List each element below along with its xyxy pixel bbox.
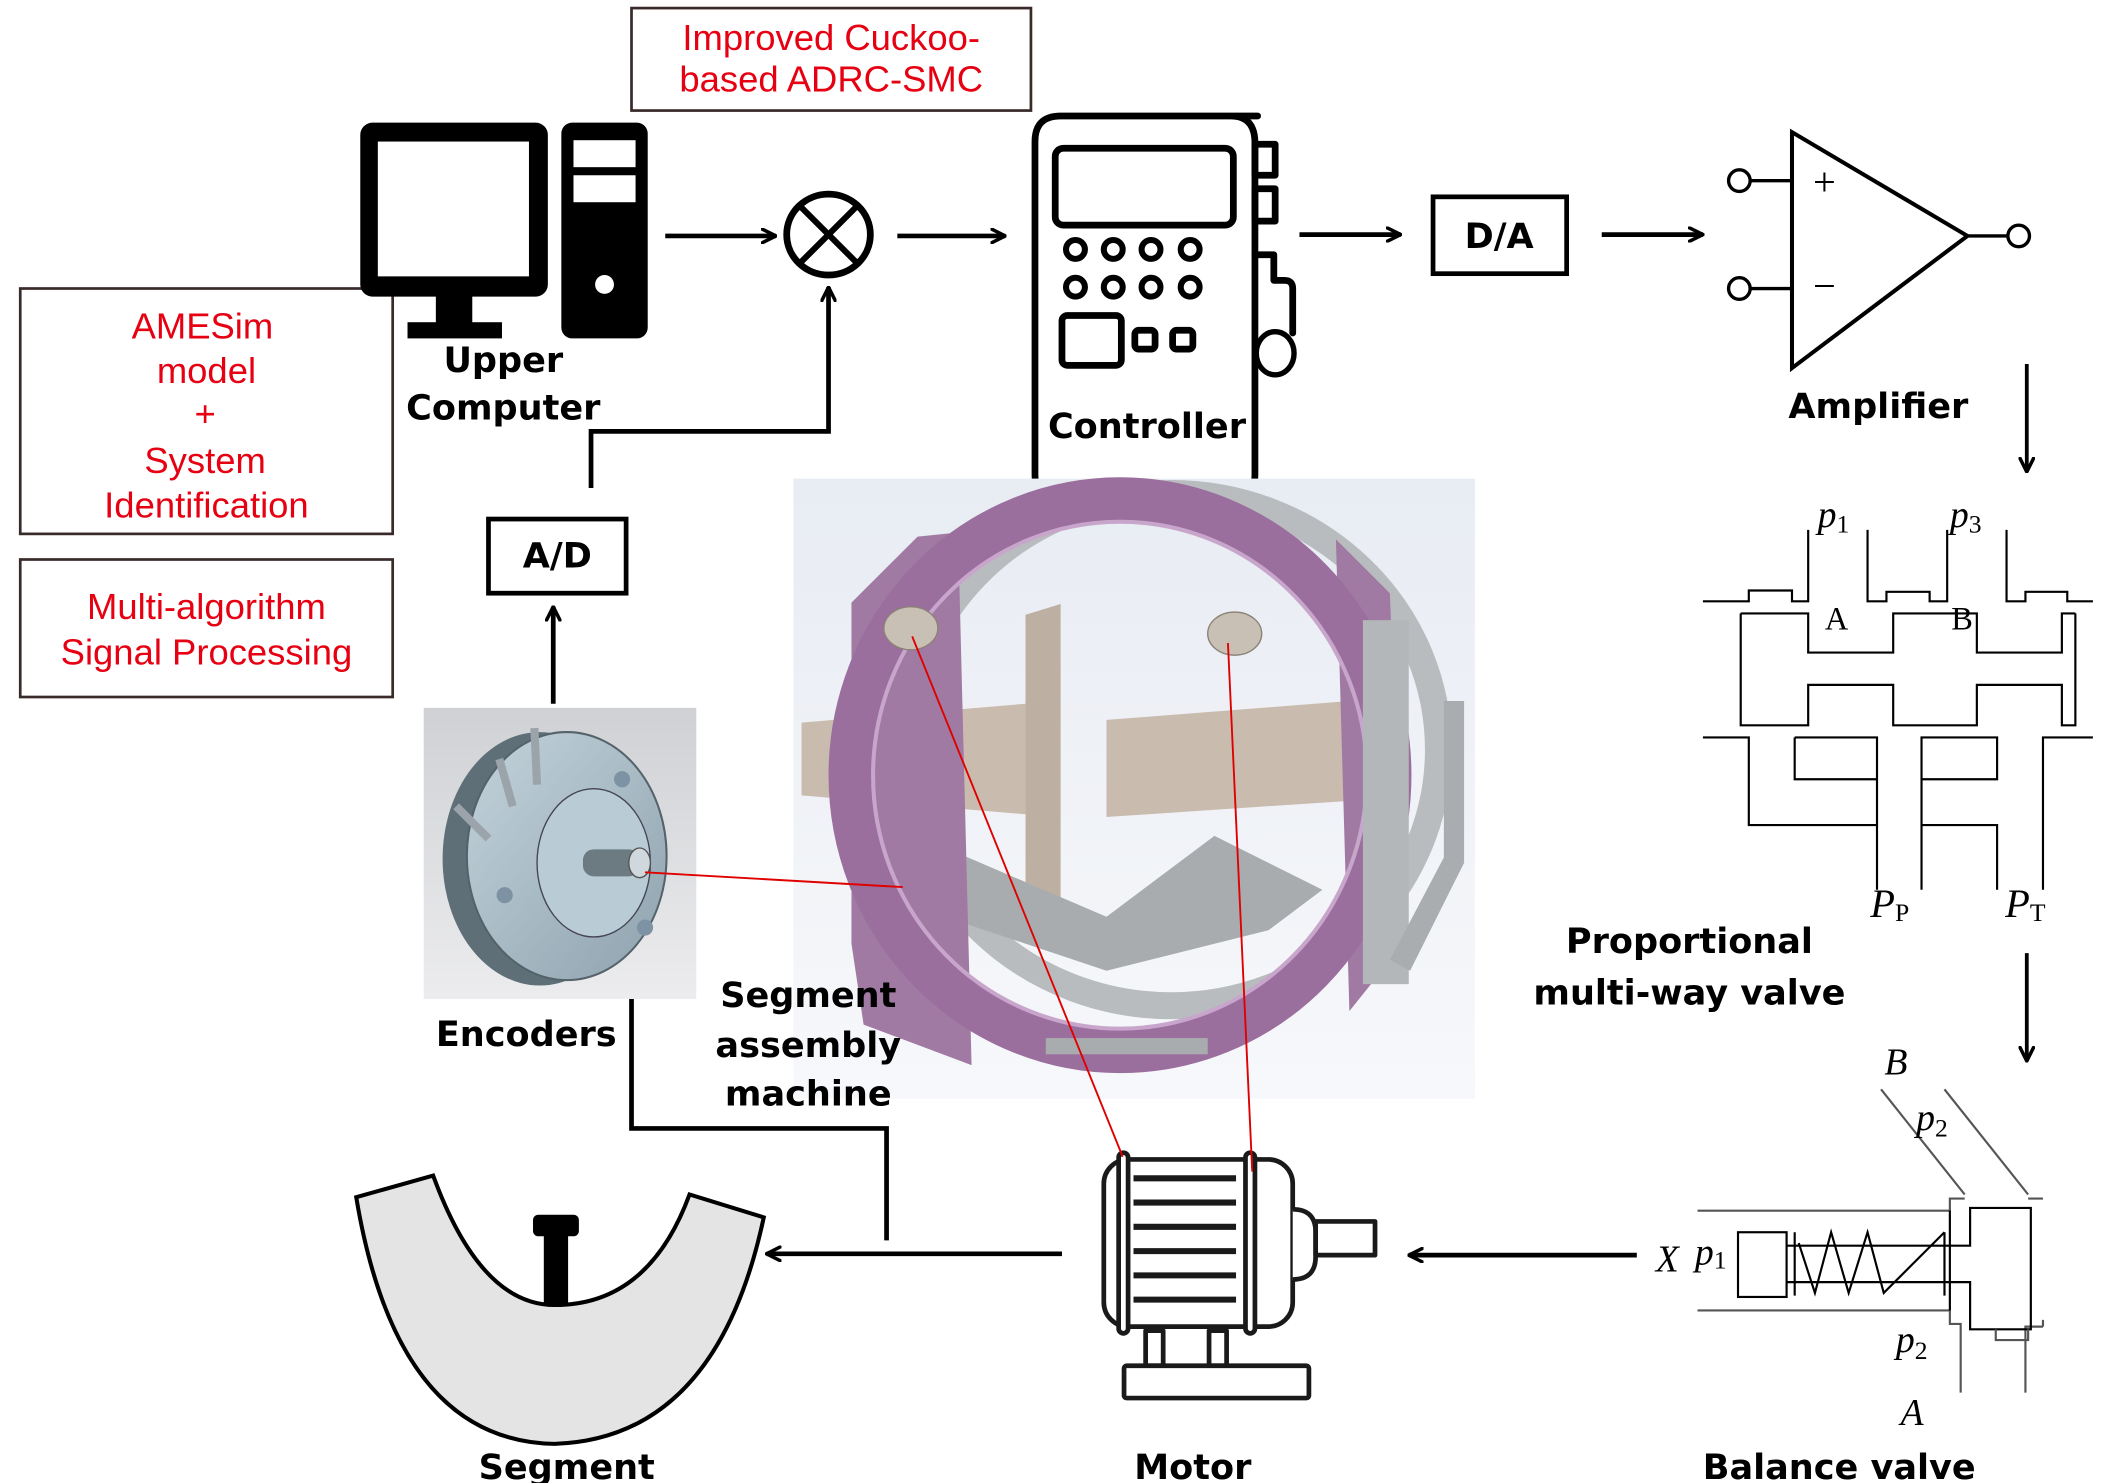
algorithm-line-2: based ADRC-SMC [679,59,983,100]
balance-port-b: B [1884,1042,1907,1084]
encoder-image [423,707,697,1000]
summing-junction-icon [783,190,874,279]
motor-label: Motor [1134,1447,1252,1483]
motor-icon [1101,1150,1378,1401]
modeling-annotation: AMESim model + System Identification [18,287,395,536]
balance-p1: p1 [1692,1232,1727,1275]
signal-line-2: Signal Processing [61,632,353,673]
modeling-line-2: model [157,350,256,391]
prop-valve-icon: p1 p3 A B PP PT [1702,494,2093,927]
amp-minus: − [1813,263,1836,308]
balance-p2-top: p2 [1913,1097,1948,1143]
balance-x: X [1654,1238,1681,1280]
signal-annotation: Multi-algorithm Signal Processing [18,558,395,699]
modeling-line-5: Identification [104,485,309,526]
algorithm-line-1: Improved Cuckoo- [682,17,980,58]
modeling-line-4: System [144,440,265,481]
upper-computer-label-1: Upper [443,340,563,381]
prop-port-a: A [1825,602,1849,638]
controller-label: Controller [1048,406,1247,447]
machine-image [793,477,1475,1099]
modeling-line-3: + [194,393,215,434]
feedback-arrow-to-encoders [632,984,889,1241]
prop-valve-label-1: Proportional [1566,921,1813,962]
upper-computer-label-2: Computer [406,387,601,428]
machine-label-2: assembly [715,1025,901,1066]
amplifier-label: Amplifier [1788,386,1969,427]
segment-icon [353,1173,767,1446]
prop-p3: p3 [1947,494,1982,538]
amplifier-icon: + − [1726,128,2032,373]
prop-pp: PP [1869,881,1909,927]
algorithm-annotation: Improved Cuckoo- based ADRC-SMC [630,6,1033,112]
segment-label: Segment [479,1447,655,1483]
prop-valve-label-2: multi-way valve [1533,972,1845,1013]
prop-pt: PT [2004,881,2046,927]
leader-line-motor-left [911,635,1124,1158]
modeling-line-1: AMESim [132,305,274,346]
machine-label-3: machine [725,1074,892,1115]
leader-line-encoder [644,871,903,889]
machine-label-1: Segment [720,975,896,1016]
leader-line-motor-right [1227,643,1254,1172]
prop-port-b: B [1951,602,1973,638]
ad-label: A/D [523,536,592,577]
balance-valve-label: Balance valve [1703,1447,1976,1483]
balance-port-a: A [1898,1392,1925,1434]
da-label: D/A [1465,216,1534,257]
balance-p2-bot: p2 [1893,1319,1928,1365]
encoders-label: Encoders [436,1014,617,1055]
ad-block: A/D [486,516,629,596]
amp-plus: + [1813,160,1836,205]
computer-icon [360,122,648,339]
signal-line-1: Multi-algorithm [87,586,326,627]
prop-p1: p1 [1815,494,1850,538]
feedback-arrow-to-junction [588,287,828,489]
balance-valve-icon: B p2 X p1 p2 A [1654,1042,2045,1434]
da-block: D/A [1430,194,1570,277]
